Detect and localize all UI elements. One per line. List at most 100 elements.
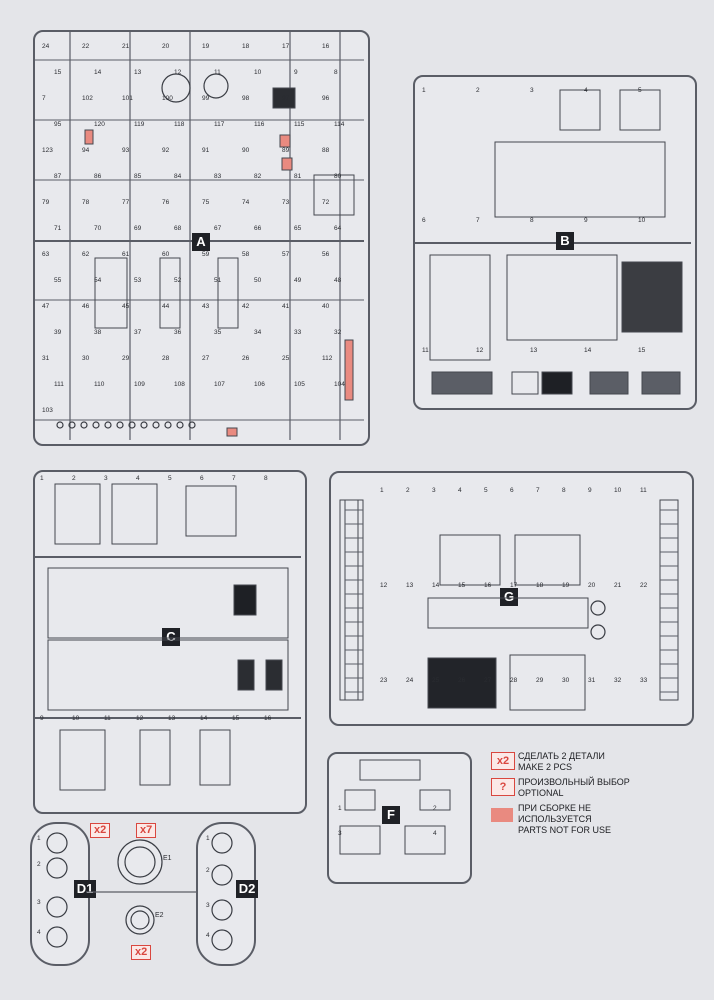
sprue-a-part-number-22: 22 [82,43,90,50]
sprue-g-part-number-11: 11 [640,487,647,494]
sprue-b-roof-panel [506,254,618,341]
legend-notuse-ru2: ИСПОЛЬЗУЕТСЯ [518,814,592,824]
legend-notuse-swatch [491,808,513,822]
sprue-a-part-number-35: 35 [214,329,222,336]
sprue-c-hood [185,485,237,537]
sprue-a-unused-small-3 [84,129,94,145]
sprue-a-part-number-71: 71 [54,225,62,232]
sprue-a-part-number-29: 29 [122,355,130,362]
sprue-a-part-number-11: 11 [214,69,221,76]
sprue-g-part-number-10: 10 [614,487,622,494]
sprue-a-part-number-109: 109 [134,381,145,388]
multiplier-badge-d1: x2 [90,823,111,838]
sprue-b-tread-3 [641,371,681,395]
sprue-a-part-number-69: 69 [134,225,142,232]
sprue-a-unused-small-1 [279,134,291,148]
sprue-c-door-2 [139,729,171,786]
sprue-a-part-number-110: 110 [94,381,105,388]
legend-make2-en: MAKE 2 PCS [518,762,573,772]
sprue-a-part-number-76: 76 [162,199,170,206]
sprue-g-part-number-22: 22 [640,582,648,589]
sprue-g-part-number-20: 20 [588,582,596,589]
sprue-b-part-number-1: 1 [422,87,426,94]
sprue-g-part-number-29: 29 [536,677,544,684]
sprue-g-part-number-8: 8 [562,487,566,494]
sprue-a-part-number-67: 67 [214,225,222,232]
sprue-a-part-number-88: 88 [322,147,330,154]
sprue-g-part-number-1: 1 [380,487,384,494]
sprue-g-part-number-3: 3 [432,487,436,494]
sprue-b-part-number-7: 7 [476,217,480,224]
sprue-a-part-number-120: 120 [94,121,105,128]
sprue-a-part-number-68: 68 [174,225,182,232]
sprue-a-part-number-102: 102 [82,95,93,102]
sprue-a-part-number-8: 8 [334,69,338,76]
legend-optional-text: ПРОИЗВОЛЬНЫЙ ВЫБОР OPTIONAL [518,777,630,799]
sprue-a-part-number-94: 94 [82,147,90,154]
sprue-a-part-number-58: 58 [242,251,250,258]
sprue-a-part-number-81: 81 [294,173,302,180]
sprue-a-part-number-108: 108 [174,381,185,388]
sprue-c-part-number-10: 10 [72,715,80,722]
sprue-d1-part-number-1: 1 [37,835,41,842]
multiplier-badge-e1: x7 [136,823,157,838]
sprue-b-chassis [494,141,666,218]
sprue-b-floor-panel [429,254,491,361]
sprue-b-part-number-11: 11 [422,347,429,354]
sprue-a-part-number-36: 36 [174,329,182,336]
sprue-c-part-number-16: 16 [264,715,272,722]
sprue-a-wheel-hub [203,73,229,99]
sprue-d1-part-number-3: 3 [37,899,41,906]
sprue-a-part-number-66: 66 [254,225,262,232]
sprue-a-bottom-peg-5 [116,421,124,429]
sprue-c-grille-right [265,659,283,691]
legend-notuse-text: ПРИ СБОРКЕ НЕ ИСПОЛЬЗУЕТСЯ PARTS NOT FOR… [518,803,611,836]
sprue-a-part-number-65: 65 [294,225,302,232]
sprue-a-part-number-38: 38 [94,329,102,336]
sprue-a-bottom-peg-6 [128,421,136,429]
sprue-a-part-number-118: 118 [174,121,185,128]
sprue-g-window-frame [439,534,501,586]
sprue-c-door-1 [59,729,106,791]
sprue-a-part-number-103: 103 [42,407,53,414]
sprue-b-part-number-9: 9 [584,217,588,224]
sprue-a-part-number-13: 13 [134,69,142,76]
sprue-a-part-number-106: 106 [254,381,265,388]
sprue-a-part-number-12: 12 [174,69,182,76]
sprue-a-part-number-89: 89 [282,147,290,154]
sprue-b-part-13 [511,371,539,395]
sprue-a-part-number-59: 59 [202,251,210,258]
sprue-d2-part-number-1: 1 [206,835,210,842]
sprue-f-part-number-1: 1 [338,805,342,812]
sprue-g-part-number-27: 27 [484,677,492,684]
sprue-d1-wheel-3 [46,896,68,918]
sprue-a-part-number-92: 92 [162,147,170,154]
sprue-c-body-lower [47,639,289,711]
sprue-a-part-number-104: 104 [334,381,345,388]
sprue-a-part-number-72: 72 [322,199,330,206]
sprue-d2-label: D2 [236,880,258,898]
sprue-c-part-number-9: 9 [40,715,44,722]
sprue-b-part-number-15: 15 [638,347,646,354]
sprue-c-panel-1 [54,483,101,545]
sprue-a-part-number-63: 63 [42,251,50,258]
sprue-c-panel-2 [111,483,158,545]
sprue-a-part-number-60: 60 [162,251,170,258]
wheel-label-e1: E1 [163,855,172,862]
sprue-a-square-plate [313,174,355,216]
sprue-g-part-number-32: 32 [614,677,622,684]
sprue-a-part-number-53: 53 [134,277,142,284]
sprue-g-part-number-9: 9 [588,487,592,494]
sprue-a-part-number-93: 93 [122,147,130,154]
sprue-f-glass-1 [344,789,376,811]
sprue-d1-wheel-1 [46,832,68,854]
sprue-a-bottom-peg-10 [176,421,184,429]
sprue-c-part-number-5: 5 [168,475,172,482]
sprue-c-part-number-3: 3 [104,475,108,482]
sprue-a-part-number-100: 100 [162,95,173,102]
sprue-g-part-number-12: 12 [380,582,388,589]
sprue-a-bottom-peg-7 [140,421,148,429]
sprue-a-part-number-32: 32 [334,329,342,336]
sprue-a-part-number-84: 84 [174,173,182,180]
sprue-g-ladder-3 [659,499,679,701]
